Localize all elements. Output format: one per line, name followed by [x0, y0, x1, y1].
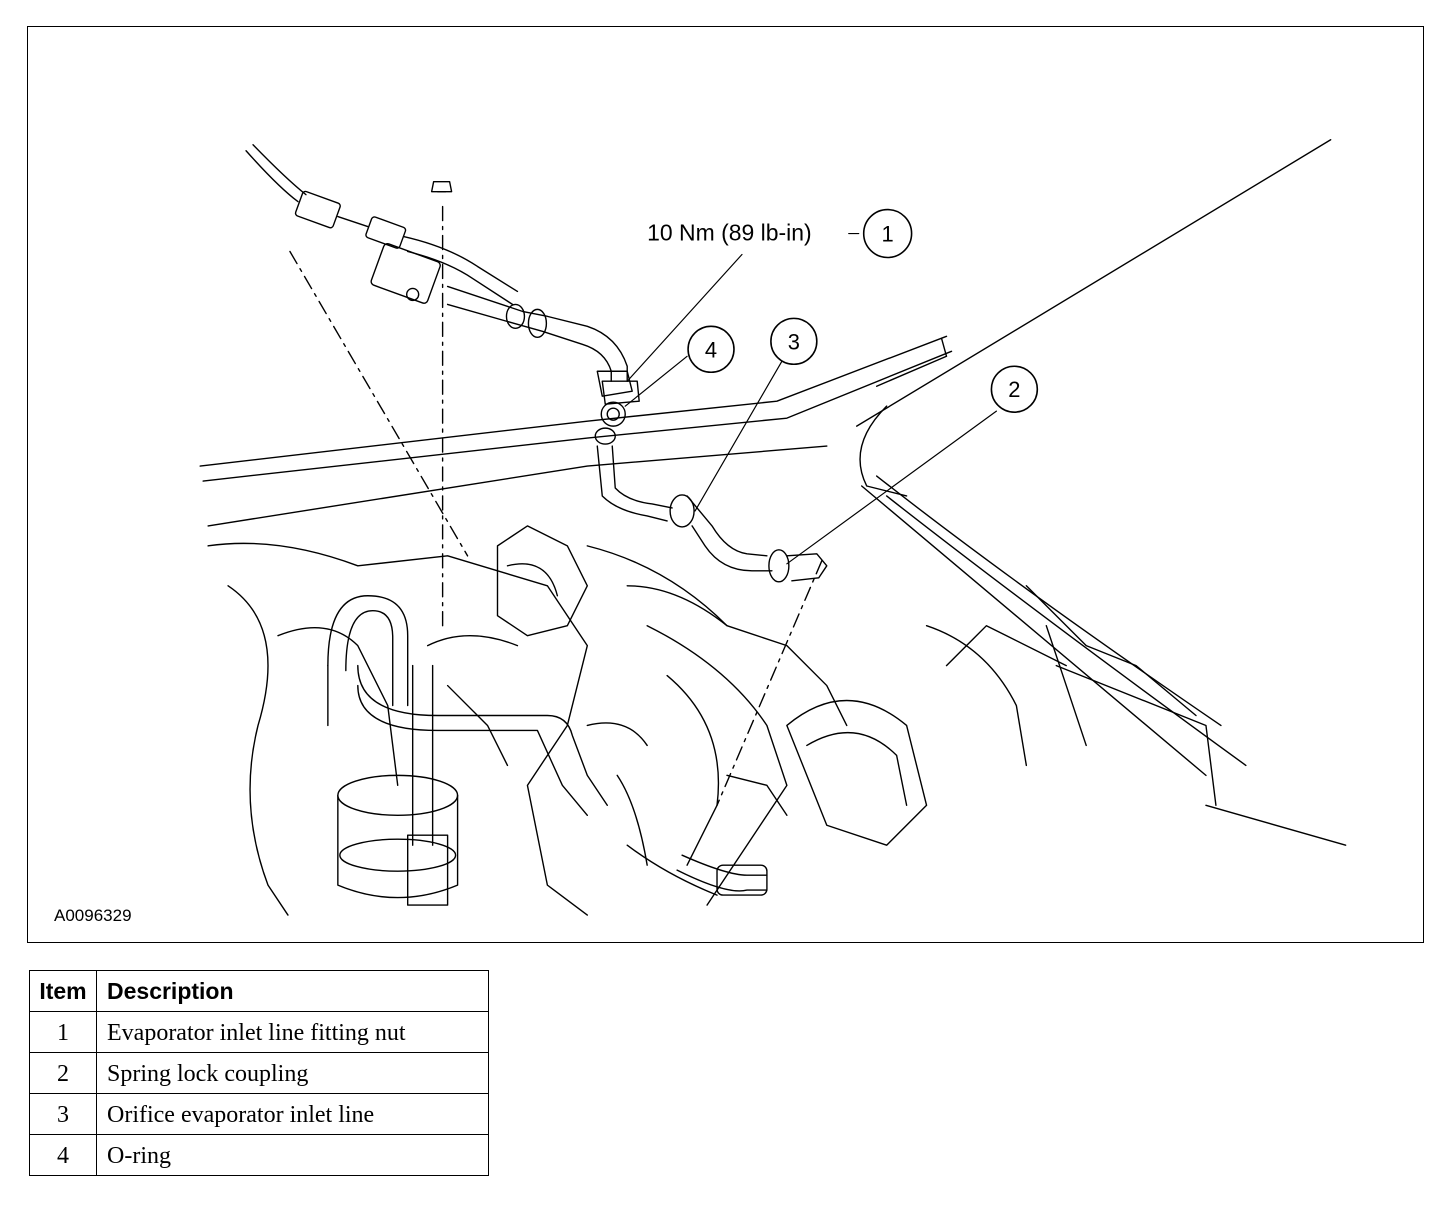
evaporator-inlet-line [446, 285, 633, 397]
header-description: Description [96, 970, 489, 1012]
electrical-connector [245, 144, 519, 306]
item-description: Orifice evaporator inlet line [96, 1093, 489, 1135]
item-description: Spring lock coupling [96, 1052, 489, 1094]
bolt [430, 180, 453, 193]
table-row: 1 Evaporator inlet line fitting nut [29, 1011, 489, 1053]
item-number: 3 [29, 1093, 97, 1135]
engine-bay-illustration: 1 4 3 2 10 Nm (89 lb-in) A0096329 [27, 26, 1424, 943]
callout-3: 3 [770, 317, 818, 366]
firewall-components [207, 525, 1087, 916]
callout-4: 4 [687, 325, 735, 374]
item-number: 4 [29, 1134, 97, 1176]
cowl-panel-lines [199, 139, 1347, 846]
svg-text:1: 1 [882, 222, 894, 247]
svg-text:4: 4 [705, 337, 717, 362]
item-number: 1 [29, 1011, 97, 1053]
alignment-lines [289, 205, 823, 806]
table-row: 2 Spring lock coupling [29, 1052, 489, 1094]
item-number: 2 [29, 1052, 97, 1094]
header-item: Item [29, 970, 97, 1012]
line-fitting-assembly [594, 380, 828, 583]
accumulator-canister [337, 664, 459, 906]
table-row: 3 Orifice evaporator inlet line [29, 1093, 489, 1135]
figure-id: A0096329 [54, 906, 132, 925]
callout-1: 1 [862, 208, 913, 259]
legend-header-row: Item Description [29, 970, 489, 1012]
svg-text:2: 2 [1008, 377, 1020, 402]
table-row: 4 O-ring [29, 1134, 489, 1176]
svg-text:3: 3 [788, 329, 800, 354]
callout-2: 2 [990, 365, 1039, 413]
torque-label: 10 Nm (89 lb-in) [647, 220, 811, 246]
item-description: Evaporator inlet line fitting nut [96, 1011, 489, 1053]
legend-table: Item Description 1 Evaporator inlet line… [29, 970, 489, 1176]
leader-lines [624, 232, 998, 565]
item-description: O-ring [96, 1134, 489, 1176]
hose-assembly [327, 595, 768, 896]
